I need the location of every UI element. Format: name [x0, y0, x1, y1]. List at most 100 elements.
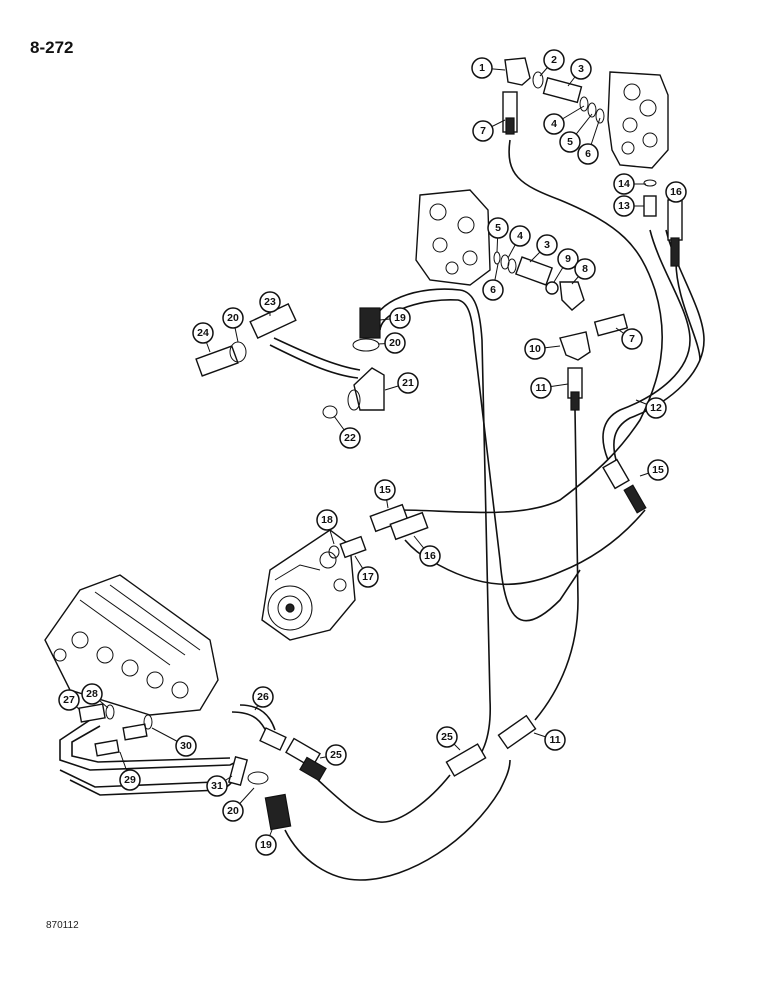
callout-number: 5: [567, 136, 573, 148]
callout-9: 9: [553, 248, 579, 283]
callout-circle: [175, 735, 197, 757]
callout-circle: [419, 545, 441, 567]
callout-circle: [574, 258, 596, 280]
callout-8: 8: [571, 258, 596, 285]
callout-number: 1: [479, 62, 485, 74]
callout-circle: [436, 726, 458, 748]
callout-25: 25: [436, 726, 461, 751]
callout-3: 3: [567, 58, 592, 87]
callout-24: 24: [192, 322, 214, 353]
callout-21: 21: [384, 372, 419, 394]
callout-circle: [339, 427, 361, 449]
callout-circle: [647, 459, 669, 481]
callout-number: 20: [227, 805, 239, 817]
callout-circle: [543, 49, 565, 71]
callout-circle: [357, 566, 379, 588]
callout-28: 28: [81, 683, 109, 709]
callout-circle: [255, 834, 277, 856]
callout-number: 11: [535, 382, 546, 394]
callout-number: 12: [650, 402, 662, 414]
callout-7: 7: [472, 119, 506, 142]
callout-7: 7: [615, 327, 643, 350]
callout-circle: [119, 769, 141, 791]
callout-17: 17: [354, 555, 379, 588]
callout-3: 3: [529, 234, 558, 263]
callout-circle: [570, 58, 592, 80]
callout-circle: [58, 689, 80, 711]
callout-26: 26: [252, 686, 274, 711]
callout-number: 24: [197, 327, 209, 339]
callout-number: 7: [629, 333, 635, 345]
callout-14: 14: [613, 173, 646, 195]
callout-22: 22: [333, 415, 361, 449]
callout-circle: [325, 744, 347, 766]
callout-15: 15: [374, 479, 396, 509]
callout-15: 15: [639, 459, 669, 481]
callout-number: 9: [565, 253, 571, 265]
callout-number: 19: [260, 839, 272, 851]
callout-number: 16: [424, 550, 436, 562]
callout-number: 5: [495, 222, 501, 234]
callout-circle: [613, 173, 635, 195]
callout-number: 18: [321, 514, 333, 526]
callout-circle: [577, 143, 599, 165]
callout-circle: [81, 683, 103, 705]
callout-circle: [621, 328, 643, 350]
callout-circle: [389, 307, 411, 329]
callout-circle: [543, 113, 565, 135]
callout-number: 6: [585, 148, 591, 160]
callout-number: 3: [544, 239, 550, 251]
callout-20: 20: [222, 787, 255, 822]
callout-12: 12: [635, 397, 667, 419]
callout-10: 10: [524, 338, 561, 360]
callout-number: 20: [389, 337, 401, 349]
callout-circle: [222, 307, 244, 329]
callout-6: 6: [577, 117, 601, 165]
callout-number: 4: [551, 118, 557, 130]
callout-circle: [222, 800, 244, 822]
callout-25: 25: [319, 744, 347, 766]
callout-circle: [536, 234, 558, 256]
callout-circle: [557, 248, 579, 270]
callout-number: 6: [490, 284, 496, 296]
callout-5: 5: [487, 217, 509, 253]
callout-number: 3: [578, 63, 584, 75]
fittings: [78, 57, 683, 831]
callout-13: 13: [613, 195, 644, 217]
hose-lines: [59, 139, 705, 881]
callout-6: 6: [482, 263, 504, 301]
callout-19: 19: [255, 829, 277, 856]
callout-circle: [316, 509, 338, 531]
callout-number: 2: [551, 54, 557, 66]
callout-number: 28: [86, 688, 98, 700]
middle-valve: [415, 189, 491, 286]
callout-circle: [559, 131, 581, 153]
callout-number: 13: [618, 200, 630, 212]
callout-circle: [374, 479, 396, 501]
callout-29: 29: [119, 751, 141, 791]
callout-16: 16: [413, 535, 441, 567]
callout-number: 31: [211, 780, 223, 792]
callout-1: 1: [471, 57, 506, 79]
callout-number: 8: [582, 263, 588, 275]
callout-number: 25: [330, 749, 342, 761]
callout-circle: [524, 338, 546, 360]
figure-code: 870112: [46, 920, 79, 931]
callout-circle: [192, 322, 214, 344]
callout-11: 11: [533, 729, 566, 751]
callout-number: 16: [670, 186, 682, 198]
callout-circle: [384, 332, 406, 354]
callout-number: 11: [549, 734, 560, 746]
callout-circle: [544, 729, 566, 751]
upper-right-valve: [607, 71, 669, 169]
callout-number: 26: [257, 691, 269, 703]
callout-circle: [252, 686, 274, 708]
callout-4: 4: [543, 105, 585, 135]
callout-circle: [397, 372, 419, 394]
callout-circle: [487, 217, 509, 239]
callout-number: 10: [529, 343, 541, 355]
callout-16: 16: [665, 181, 687, 203]
callout-31: 31: [206, 775, 233, 797]
callout-circle: [259, 291, 281, 313]
